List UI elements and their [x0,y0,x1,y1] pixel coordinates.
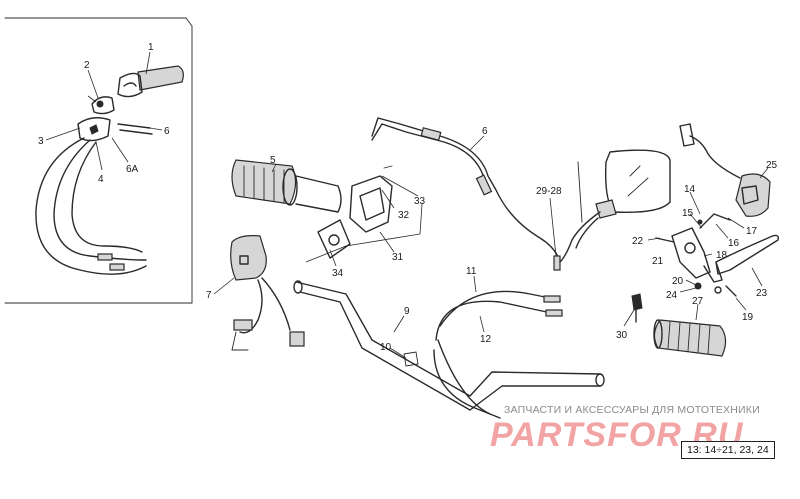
callout-32: 32 [398,210,410,221]
callout-18: 18 [716,250,728,261]
callout-29-28: 29-28 [536,186,562,197]
right-grip [653,319,727,357]
callout-5: 5 [270,155,276,166]
callout-20: 20 [672,276,684,287]
brake-lever [655,213,779,297]
callout-3: 3 [38,136,44,147]
callout-2: 2 [84,60,90,71]
watermark-tagline: ЗАПЧАСТИ И АКСЕССУАРЫ ДЛЯ МОТОТЕХНИКИ [504,404,760,416]
throttle-housing [77,96,115,142]
callout-27: 27 [692,296,704,307]
combination-switch [230,235,305,351]
stop-switch [631,293,643,323]
handlebar [293,280,605,411]
callout-1: 1 [148,42,154,53]
left-switch-housing [317,165,393,259]
reference-note-box: 13: 14÷21, 23, 24 [681,441,775,459]
throttle-cable-upper [371,117,561,271]
callout-10: 10 [380,342,392,353]
callout-4: 4 [98,174,104,185]
throttle-grip [117,65,184,98]
callout-31: 31 [392,252,404,263]
callout-21: 21 [652,256,664,267]
callout-11: 11 [466,266,477,277]
callout-14: 14 [684,184,696,195]
callout-33: 33 [414,196,426,207]
callout-12: 12 [480,334,492,345]
callout-labels: 1 2 3 4 6 6A 5 6 7 9 10 11 12 14 15 16 1… [38,42,778,353]
callout-24: 24 [666,290,678,301]
control-cables [433,290,563,419]
callout-23: 23 [756,288,768,299]
callout-15: 15 [682,208,694,219]
inset-frame [4,17,193,304]
callout-30: 30 [616,330,628,341]
callout-34: 34 [332,268,344,279]
callout-19: 19 [742,312,754,323]
callout-9: 9 [404,306,410,317]
callout-7: 7 [206,290,212,301]
rear-mirror [559,149,671,263]
right-switch-housing [679,123,771,217]
callout-17: 17 [746,226,758,237]
left-grip [231,159,342,213]
callout-25: 25 [766,160,778,171]
throttle-cables [35,123,153,275]
callout-16: 16 [728,238,740,249]
leader-lines [45,51,769,359]
callout-6: 6 [482,126,488,137]
callout-22: 22 [632,236,644,247]
callout-6-inset: 6 [164,126,170,137]
callout-6A: 6A [126,164,139,175]
